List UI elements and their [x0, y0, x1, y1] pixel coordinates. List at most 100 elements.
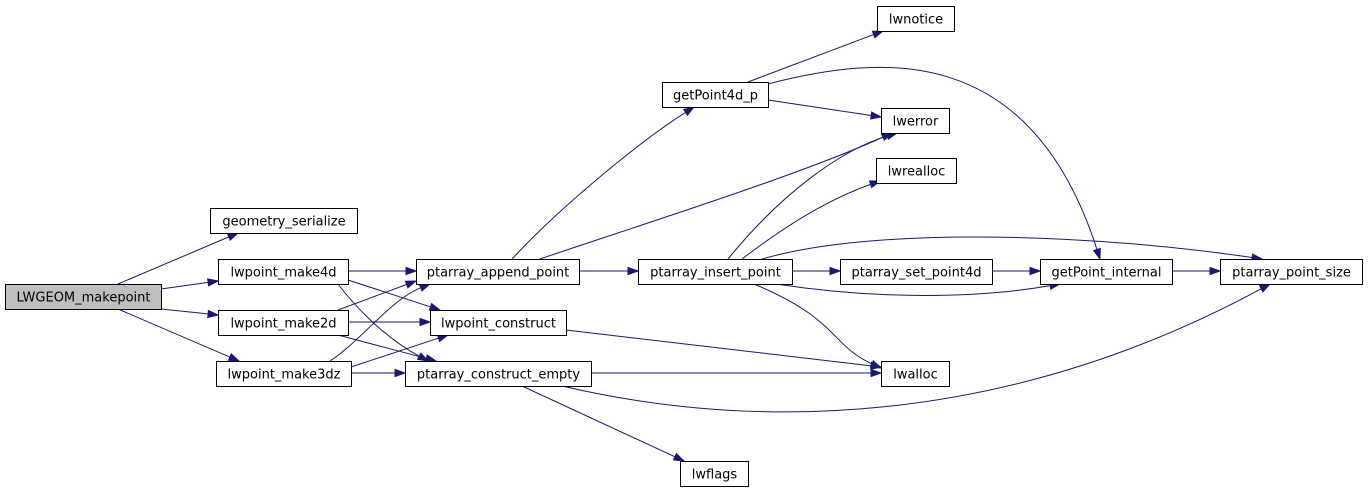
edge-line — [753, 283, 874, 365]
edge-line — [521, 385, 677, 458]
edge-arrowhead — [207, 309, 220, 319]
edge-getpoint4d-p-to-getpoint-internal — [767, 66, 1101, 261]
node-geom-serialize[interactable]: geometry_serialize — [210, 208, 358, 234]
edge-make2d-to-append-point — [337, 280, 418, 311]
edge-arrowhead — [1092, 247, 1101, 261]
edge-arrowhead — [627, 266, 640, 276]
node-box — [877, 6, 955, 32]
node-box — [1220, 259, 1363, 285]
node-box — [5, 284, 162, 310]
edge-insert-point-to-lwerror — [727, 131, 899, 260]
edge-line — [160, 308, 210, 315]
node-lwalloc[interactable]: lwalloc — [881, 361, 950, 387]
edge-construct-empty-to-lwflags — [521, 385, 686, 462]
node-getpoint-internal[interactable]: getPoint_internal — [1040, 259, 1173, 285]
edge-line — [350, 337, 440, 368]
node-box — [430, 310, 567, 336]
edge-line — [767, 99, 873, 117]
edge-getpoint-internal-to-point-size — [1172, 266, 1222, 276]
edge-arrowhead — [1258, 283, 1272, 293]
edge-construct-empty-to-lwalloc — [591, 368, 883, 378]
edge-arrowhead — [404, 280, 418, 289]
edge-arrowhead — [428, 302, 442, 311]
edge-line — [539, 136, 885, 260]
edge-line — [117, 236, 230, 285]
node-make3dz[interactable]: lwpoint_make3dz — [216, 361, 352, 387]
edge-line — [329, 286, 422, 362]
edge-line — [160, 281, 210, 290]
edge-arrowhead — [870, 361, 883, 370]
node-lwpoint-construct[interactable]: lwpoint_construct — [430, 310, 567, 336]
edge-line — [347, 279, 432, 308]
edge-arrowhead — [418, 283, 432, 292]
node-make4d[interactable]: lwpoint_make4d — [218, 259, 349, 285]
edge-insert-point-to-lwalloc — [753, 283, 883, 369]
edges-layer — [117, 30, 1272, 462]
node-label: lwflags — [692, 468, 738, 483]
node-set-point4d[interactable]: ptarray_set_point4d — [840, 259, 993, 285]
edge-insert-point-to-set-point4d — [792, 266, 842, 276]
node-append-point[interactable]: ptarray_append_point — [416, 259, 580, 285]
node-box — [680, 461, 749, 487]
edge-arrowhead — [1029, 266, 1042, 276]
node-makepoint[interactable]: LWGEOM_makepoint — [5, 284, 162, 310]
edge-append-point-to-getpoint4d-p — [511, 106, 696, 260]
node-label: lwpoint_construct — [441, 317, 556, 332]
edge-arrowhead — [227, 352, 241, 362]
edge-make3dz-to-construct-empty — [351, 368, 407, 378]
edge-getpoint4d-p-to-lwerror — [767, 99, 883, 120]
edge-line — [337, 283, 421, 358]
node-construct-empty[interactable]: ptarray_construct_empty — [405, 361, 592, 387]
edge-line — [117, 308, 231, 358]
edge-make4d-to-append-point — [348, 266, 418, 276]
node-label: lwerror — [893, 115, 939, 130]
edge-line — [337, 283, 408, 311]
node-label: lwpoint_make4d — [230, 266, 336, 281]
edge-line — [767, 66, 1098, 251]
edge-arrowhead — [829, 266, 842, 276]
node-lwnotice[interactable]: lwnotice — [877, 6, 955, 32]
edge-makepoint-to-make4d — [160, 278, 220, 290]
node-label: ptarray_append_point — [427, 266, 570, 281]
edge-arrowhead — [672, 452, 686, 462]
edge-line — [741, 183, 872, 260]
node-label: getPoint_internal — [1051, 266, 1161, 281]
edge-line — [727, 135, 889, 260]
edge-arrowhead — [394, 368, 407, 378]
node-box — [840, 259, 993, 285]
edge-arrowhead — [424, 354, 438, 363]
node-lwerror[interactable]: lwerror — [881, 108, 950, 134]
node-label: ptarray_insert_point — [650, 266, 781, 281]
node-label: ptarray_point_size — [1232, 266, 1351, 281]
node-box — [881, 361, 950, 387]
node-make2d[interactable]: lwpoint_make2d — [218, 310, 349, 336]
edge-arrowhead — [1209, 266, 1222, 276]
edge-append-point-to-insert-point — [579, 266, 640, 276]
node-box — [638, 259, 793, 285]
edge-makepoint-to-make3dz — [117, 308, 241, 362]
edge-line — [561, 287, 1263, 413]
node-getpoint4d-p[interactable]: getPoint4d_p — [662, 82, 769, 108]
edge-arrowhead — [419, 317, 432, 327]
node-insert-point[interactable]: ptarray_insert_point — [638, 259, 793, 285]
node-box — [662, 82, 769, 108]
edge-line — [337, 334, 428, 360]
node-lwflags[interactable]: lwflags — [680, 461, 749, 487]
node-label: ptarray_construct_empty — [417, 368, 580, 383]
node-lwrealloc[interactable]: lwrealloc — [876, 158, 957, 184]
edge-construct-empty-to-point-size — [561, 283, 1272, 413]
edge-set-point4d-to-getpoint-internal — [992, 266, 1042, 276]
edge-append-point-to-lwerror — [539, 132, 894, 260]
node-label: lwrealloc — [888, 165, 946, 180]
node-box — [1040, 259, 1173, 285]
edge-arrowhead — [405, 266, 418, 276]
node-box — [416, 259, 580, 285]
edge-makepoint-to-make2d — [160, 308, 220, 319]
edge-insert-point-to-point-size — [761, 236, 1264, 262]
node-label: LWGEOM_makepoint — [17, 291, 151, 306]
edge-arrowhead — [226, 232, 240, 241]
node-point-size[interactable]: ptarray_point_size — [1220, 259, 1363, 285]
edge-make4d-to-lwpoint-construct — [347, 279, 442, 311]
node-label: lwalloc — [893, 368, 938, 383]
node-label: lwpoint_make3dz — [228, 368, 341, 383]
